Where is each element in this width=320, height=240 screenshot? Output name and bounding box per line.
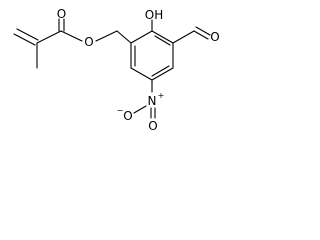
methacrylate-group — [13, 18, 132, 69]
bond-alpha-carbonyl — [36, 30, 62, 44]
benzene-ring — [130, 30, 174, 81]
atom-o-nitro-right: O — [148, 119, 157, 133]
atom-oh: OH — [145, 8, 163, 22]
bond-ring-cho — [172, 30, 195, 44]
atom-o-nitro-left: O — [123, 109, 132, 123]
bond-ester-o-ch2 — [95, 30, 118, 42]
ring-substituents — [133, 19, 211, 119]
atom-o-carbonyl: O — [57, 7, 66, 21]
bond-ch2-ring — [116, 30, 132, 44]
bond-n-o-left — [133, 105, 147, 114]
bond-carbonyl-ester-o — [60, 30, 83, 42]
atom-o-nitro-charge: − — [117, 106, 124, 115]
ring-bond-4 — [151, 67, 174, 81]
atom-n-charge: + — [158, 91, 165, 100]
bond-cho-double-a — [193, 30, 209, 40]
atom-labels: O O OH O N + O O − — [57, 7, 220, 133]
bond-cho-double-b — [195, 26, 211, 36]
ring-bond-2-inner — [154, 35, 171, 46]
atom-n: N — [148, 94, 157, 108]
ring-bond-2 — [151, 30, 174, 44]
ring-bond-4-inner — [151, 65, 170, 77]
bond-vinyl-double-b — [16, 28, 39, 41]
atom-o-aldehyde: O — [210, 30, 219, 44]
atom-o-ester: O — [84, 35, 93, 49]
ring-bond-1 — [130, 30, 153, 44]
bond-vinyl-double-a — [13, 33, 36, 46]
chemical-structure: O O OH O N + O O − — [13, 7, 220, 133]
ring-bond-5 — [130, 67, 153, 81]
